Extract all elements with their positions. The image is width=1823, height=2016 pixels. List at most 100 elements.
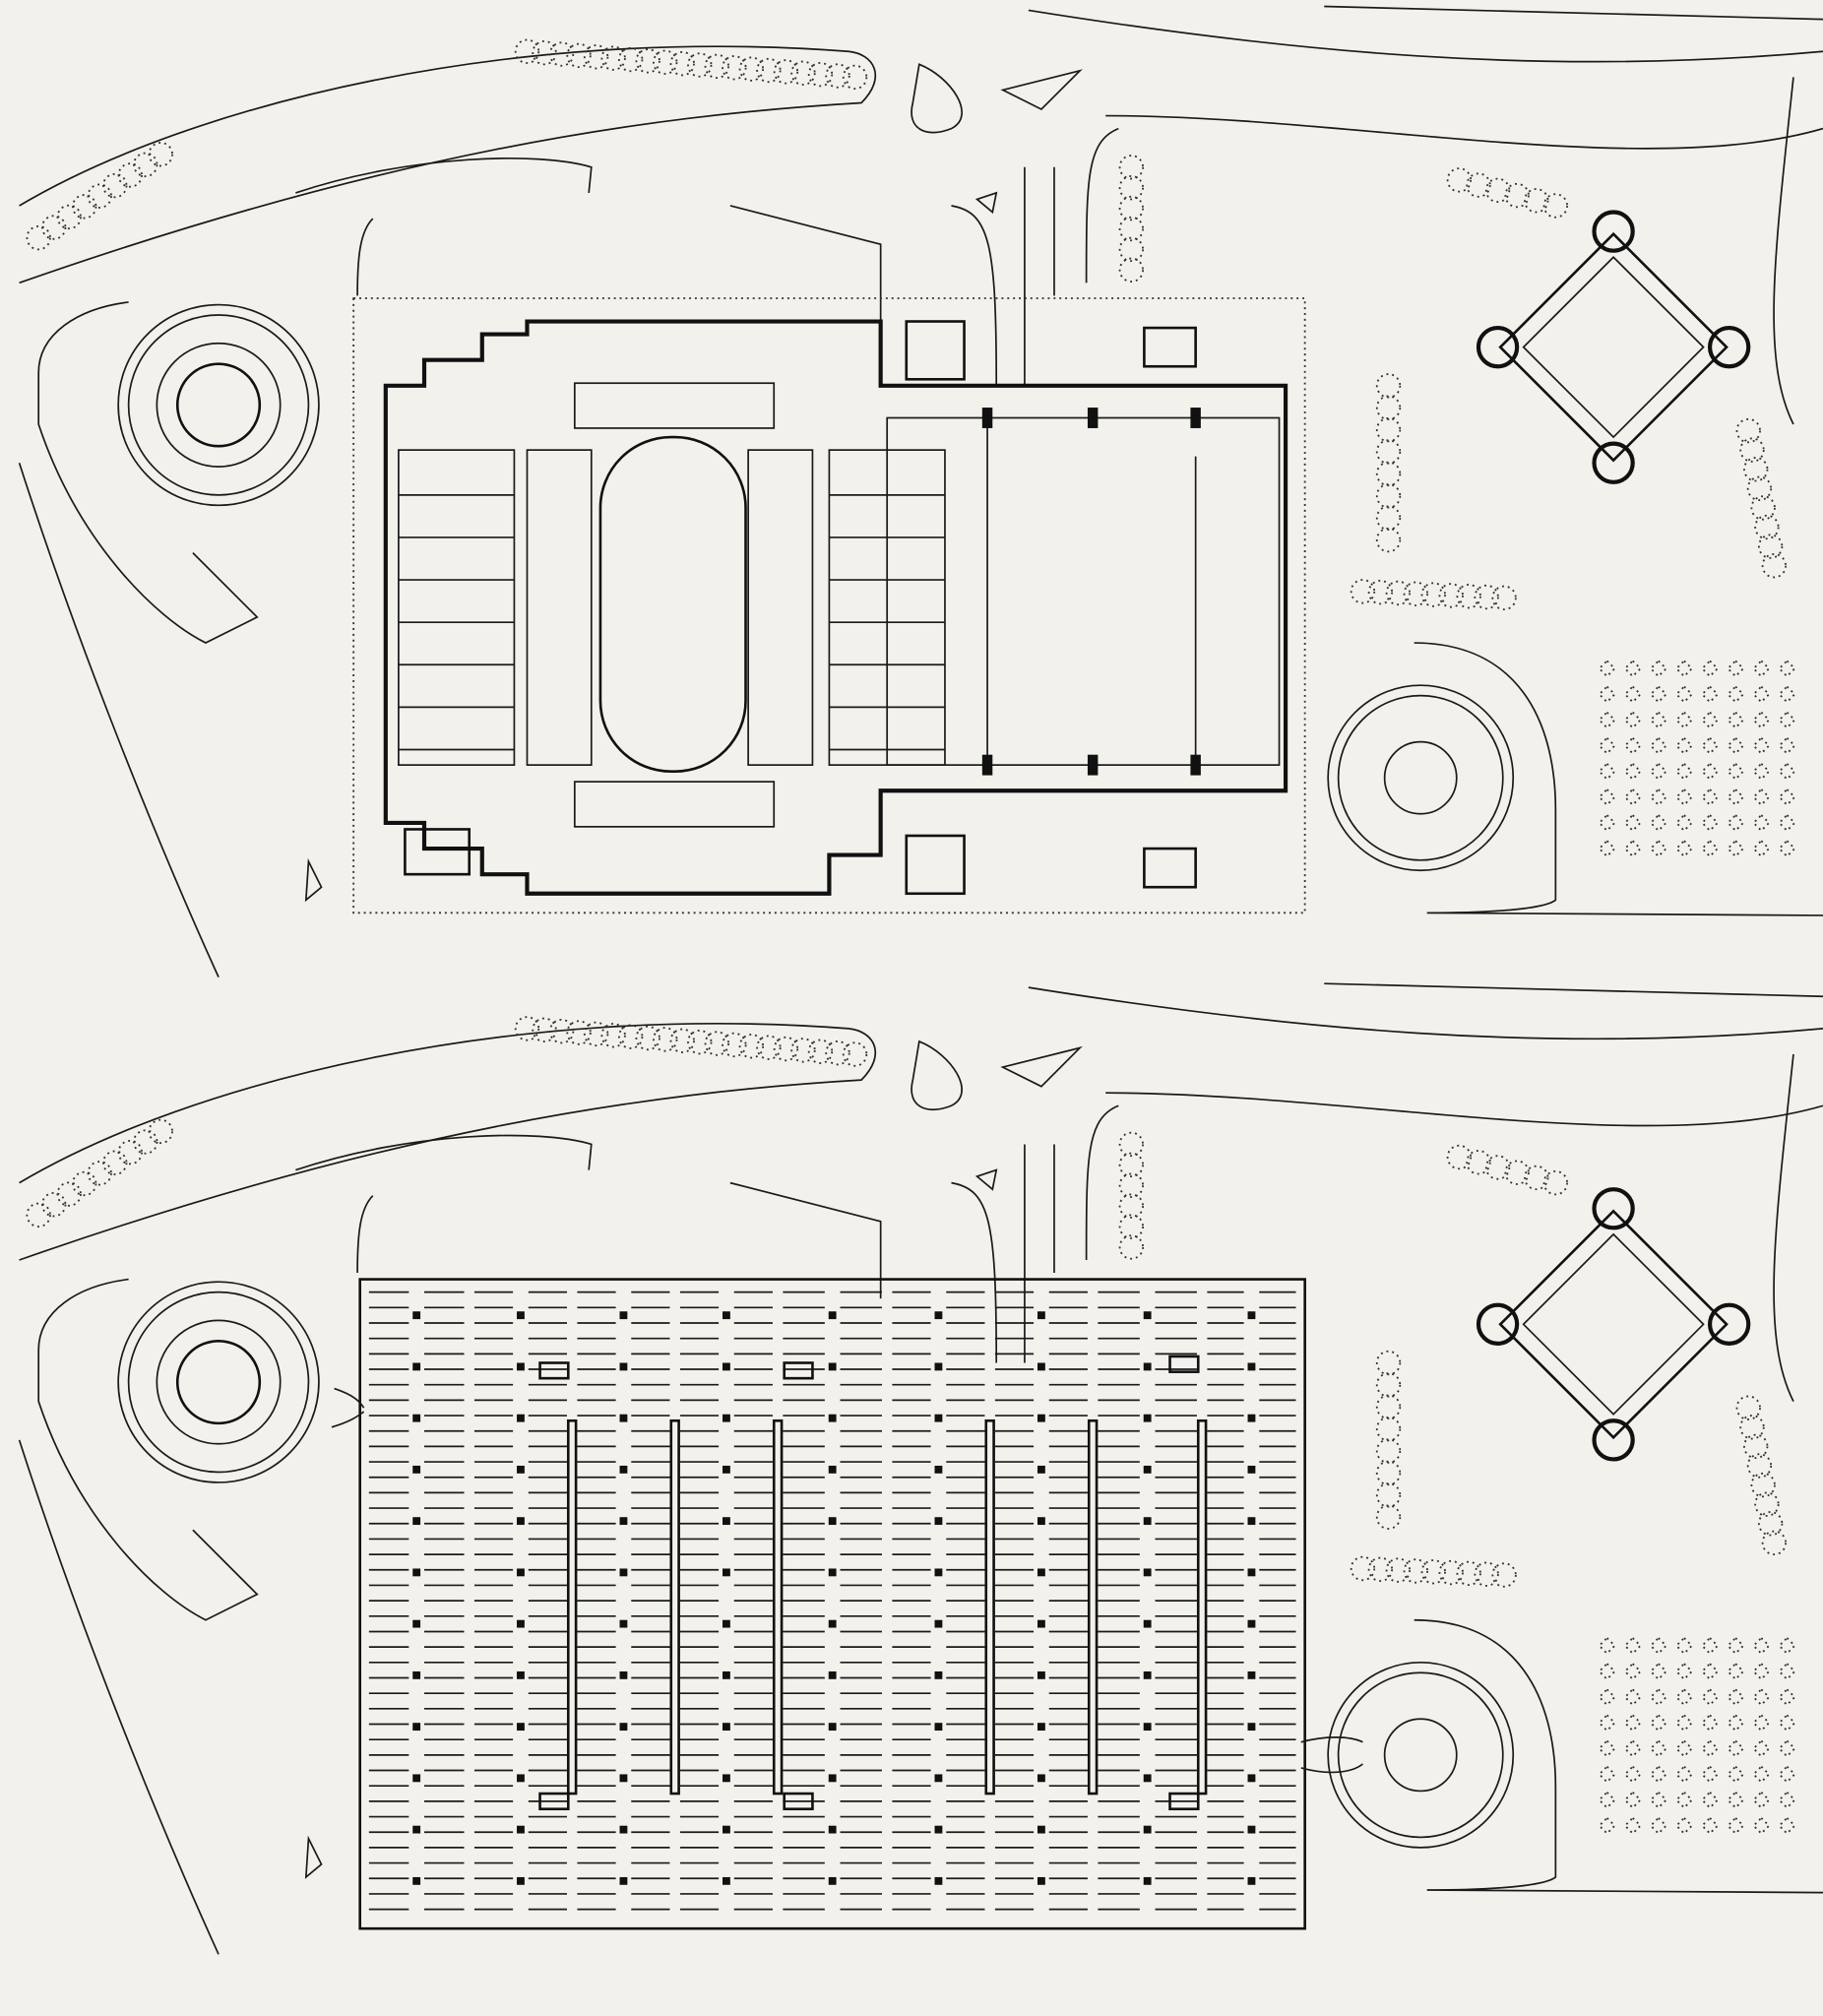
pillar <box>1143 1362 1152 1371</box>
pillar <box>517 1825 525 1834</box>
column <box>1190 408 1201 428</box>
pillar <box>1247 1465 1256 1474</box>
pillar <box>1037 1414 1045 1422</box>
pillar <box>723 1465 730 1474</box>
pillar <box>619 1362 628 1371</box>
pillar <box>1247 1825 1256 1834</box>
pillar <box>1143 1670 1152 1679</box>
pillar <box>517 1517 525 1526</box>
ramp-divider <box>1087 1418 1099 1796</box>
pillar <box>619 1568 628 1577</box>
pillar <box>828 1311 837 1320</box>
pillar <box>934 1414 943 1422</box>
pillar <box>934 1568 943 1577</box>
pillar <box>934 1517 943 1526</box>
pillar <box>517 1619 525 1628</box>
pillar <box>1247 1568 1256 1577</box>
pillar <box>412 1517 421 1526</box>
pillar <box>517 1362 525 1371</box>
pillar <box>1247 1876 1256 1885</box>
column <box>1087 754 1099 776</box>
stair-core <box>783 1361 814 1380</box>
parking-deck-outline <box>358 1278 1306 1930</box>
pillar <box>1037 1876 1045 1885</box>
pillar <box>1247 1774 1256 1783</box>
pillar <box>517 1311 525 1320</box>
pillar <box>828 1723 837 1732</box>
pillar <box>934 1723 943 1732</box>
pillar <box>619 1414 628 1422</box>
pillar <box>723 1723 730 1732</box>
pillar <box>1037 1568 1045 1577</box>
building-outline <box>383 319 1289 896</box>
pillar <box>1143 1311 1152 1320</box>
pillar <box>1143 1414 1152 1422</box>
stair-core <box>1168 1792 1200 1811</box>
pillar <box>1037 1517 1045 1526</box>
pillar <box>723 1414 730 1422</box>
pillar <box>517 1723 525 1732</box>
stair-core <box>1168 1354 1200 1373</box>
pillar <box>828 1876 837 1885</box>
pillar <box>934 1362 943 1371</box>
pillar <box>1143 1568 1152 1577</box>
pillar <box>1247 1723 1256 1732</box>
pillar <box>412 1825 421 1834</box>
pillar <box>619 1619 628 1628</box>
pillar <box>619 1670 628 1679</box>
pillar <box>1143 1517 1152 1526</box>
pillar <box>934 1774 943 1783</box>
pillar <box>1037 1311 1045 1320</box>
pillar <box>619 1311 628 1320</box>
pillar <box>934 1670 943 1679</box>
pillar <box>723 1670 730 1679</box>
pillar <box>412 1670 421 1679</box>
pillar <box>517 1876 525 1885</box>
pillar <box>723 1774 730 1783</box>
column <box>1190 754 1201 776</box>
ramp-connector <box>1300 1736 1363 1774</box>
pillar <box>723 1568 730 1577</box>
pillar <box>412 1723 421 1732</box>
pillar <box>619 1774 628 1783</box>
pillar <box>1143 1723 1152 1732</box>
ramp-divider <box>984 1418 995 1796</box>
pillar <box>828 1465 837 1474</box>
pillar <box>723 1362 730 1371</box>
pillar <box>1247 1619 1256 1628</box>
pillar <box>828 1774 837 1783</box>
pillar <box>1037 1619 1045 1628</box>
pillar <box>412 1619 421 1628</box>
pillar <box>1037 1723 1045 1732</box>
pillar <box>1037 1825 1045 1834</box>
ramp-divider <box>669 1418 680 1796</box>
pillar <box>1247 1311 1256 1320</box>
pillar <box>517 1414 525 1422</box>
pillar <box>1143 1876 1152 1885</box>
pillar <box>517 1465 525 1474</box>
pillar <box>412 1876 421 1885</box>
pillar <box>723 1876 730 1885</box>
pillar <box>517 1774 525 1783</box>
pillar <box>412 1311 421 1320</box>
pillar <box>828 1825 837 1834</box>
pillar <box>619 1465 628 1474</box>
pillar <box>1037 1670 1045 1679</box>
column <box>1087 408 1099 428</box>
pillar <box>1143 1619 1152 1628</box>
stair-core <box>538 1792 570 1811</box>
stair-core <box>538 1361 570 1380</box>
stair-core <box>783 1792 814 1811</box>
pillar <box>619 1876 628 1885</box>
pillar <box>412 1465 421 1474</box>
pillar <box>828 1619 837 1628</box>
ramp-divider <box>1196 1418 1208 1796</box>
pillar <box>934 1465 943 1474</box>
pillar <box>723 1825 730 1834</box>
pillar <box>828 1568 837 1577</box>
pillar <box>828 1670 837 1679</box>
pillar <box>1247 1517 1256 1526</box>
pillar <box>1143 1465 1152 1474</box>
pillar <box>723 1619 730 1628</box>
